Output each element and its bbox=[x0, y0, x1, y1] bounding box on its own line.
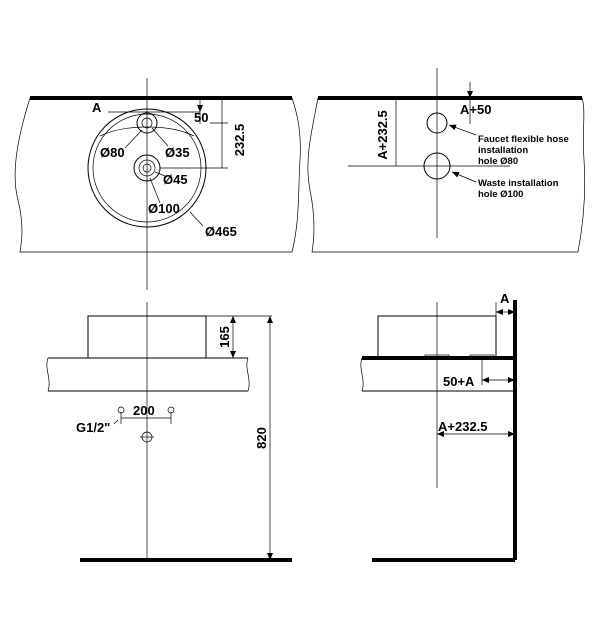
dim-50: 50 bbox=[194, 110, 208, 125]
dim-50-plus-a: 50+A bbox=[443, 374, 475, 389]
front-view-left: 165 200 G1/2" 820 bbox=[46, 302, 292, 562]
waste-hole-right bbox=[423, 152, 451, 180]
counter-left-break-side bbox=[360, 357, 364, 392]
waste-inner bbox=[142, 163, 152, 173]
counter-left-break bbox=[46, 357, 50, 392]
waste-note-1: Waste installation bbox=[478, 178, 559, 189]
faucet-note-3: hole Ø80 bbox=[478, 156, 518, 167]
leader-35 bbox=[151, 127, 169, 147]
top-view-left: A 50 232.5 Ø80 Ø35 Ø45 Ø100 Ø465 bbox=[14, 78, 301, 290]
dim-232-5: 232.5 bbox=[232, 124, 247, 157]
dia-80: Ø80 bbox=[100, 145, 125, 160]
faucet-note-2: installation bbox=[478, 145, 528, 156]
dim-a-plus-50: A+50 bbox=[460, 102, 491, 117]
dia-35: Ø35 bbox=[165, 145, 190, 160]
leader-45 bbox=[154, 171, 166, 177]
dim-820: 820 bbox=[254, 427, 269, 449]
dim-200: 200 bbox=[133, 403, 155, 418]
gap-right bbox=[469, 354, 495, 360]
dim-165: 165 bbox=[217, 326, 232, 348]
label-a: A bbox=[92, 100, 102, 115]
supply-left bbox=[117, 406, 125, 414]
counter-right-break bbox=[246, 357, 250, 392]
faucet-hole-right bbox=[426, 112, 448, 134]
dia-45: Ø45 bbox=[163, 172, 188, 187]
counter-outline bbox=[14, 97, 301, 253]
dia-465: Ø465 bbox=[205, 224, 237, 239]
tap-deck-curve bbox=[99, 126, 195, 137]
side-view-right: A 50+A A+232.5 bbox=[360, 291, 517, 562]
waste-note-2: hole Ø100 bbox=[478, 189, 523, 200]
leader-faucet bbox=[448, 124, 477, 136]
counter-outline-right bbox=[307, 97, 586, 253]
dim-a-plus-232-5: A+232.5 bbox=[375, 110, 390, 160]
thread-size: G1/2" bbox=[76, 420, 110, 435]
dim-a-plus-232-5-side: A+232.5 bbox=[438, 419, 488, 434]
gap-left bbox=[424, 354, 450, 360]
leader-80 bbox=[124, 129, 143, 149]
faucet-hole-inner bbox=[141, 117, 153, 129]
faucet-note-1: Faucet flexible hose bbox=[478, 134, 569, 145]
leader-thread bbox=[113, 419, 119, 425]
leader-465 bbox=[189, 211, 204, 227]
label-a-side: A bbox=[500, 291, 510, 306]
dia-100: Ø100 bbox=[148, 201, 180, 216]
leader-100 bbox=[149, 177, 161, 204]
faucet-hole bbox=[136, 112, 158, 134]
supply-right bbox=[167, 406, 175, 414]
waste-mid bbox=[138, 159, 156, 177]
top-view-right: A+50 A+232.5 Faucet flexible hose instal… bbox=[307, 68, 586, 253]
leader-waste bbox=[451, 171, 477, 183]
